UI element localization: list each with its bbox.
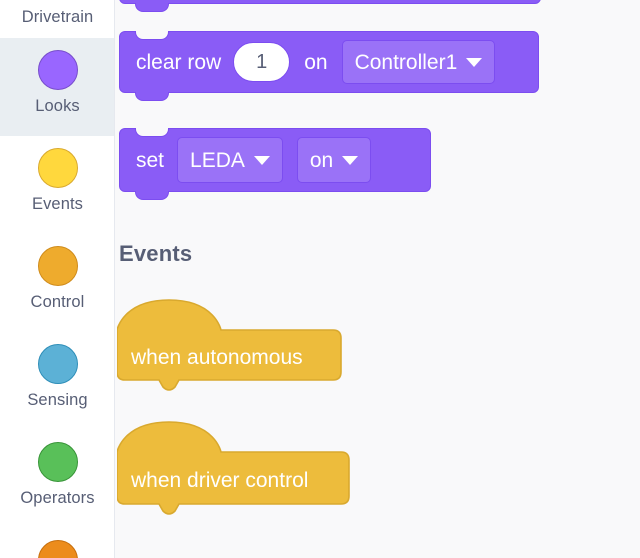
sidebar-item-partial[interactable] <box>0 528 115 558</box>
partial-block-above[interactable] <box>119 0 541 12</box>
led-name-dropdown[interactable]: LEDA <box>177 137 283 183</box>
block-when-driver-control[interactable]: when driver control <box>117 418 357 516</box>
control-category-icon <box>37 246 78 286</box>
block-bottom-tab <box>135 3 169 12</box>
led-name-dropdown-value: LEDA <box>190 148 245 172</box>
block-set-led[interactable]: set LEDA on <box>119 128 431 200</box>
led-state-dropdown-value: on <box>309 148 334 172</box>
sidebar-item-label-operators: Operators <box>20 489 95 507</box>
block-top-notch <box>135 128 169 137</box>
sidebar-item-label-control: Control <box>30 293 85 311</box>
operators-category-icon <box>37 442 78 482</box>
sidebar-item-label-looks: Looks <box>35 97 80 115</box>
sidebar-item-label-drivetrain: Drivetrain <box>21 8 94 26</box>
controller-dropdown-value: Controller1 <box>354 50 458 74</box>
sidebar-item-events[interactable]: Events <box>0 136 115 234</box>
sensing-category-icon <box>37 344 78 384</box>
block-top-notch <box>135 31 169 40</box>
sidebar-item-operators[interactable]: Operators <box>0 430 115 528</box>
block-label-clear-row: clear row <box>136 50 222 74</box>
blocks-palette-canvas[interactable]: clear row 1 on Controller1 set LEDA <box>115 0 640 558</box>
hat-block-shape <box>117 299 342 391</box>
sidebar-item-sensing[interactable]: Sensing <box>0 332 115 430</box>
sidebar-divider <box>114 0 115 558</box>
hat-block-shape <box>117 421 350 515</box>
block-clear-row[interactable]: clear row 1 on Controller1 <box>119 31 539 101</box>
category-sidebar[interactable]: Drivetrain Looks Events Control Sensing … <box>0 0 115 558</box>
block-bottom-tab <box>135 92 169 101</box>
block-label-on: on <box>304 50 328 74</box>
looks-category-icon <box>37 50 78 90</box>
events-category-icon <box>37 148 78 188</box>
led-state-dropdown[interactable]: on <box>296 137 372 183</box>
block-label-when-autonomous: when autonomous <box>131 346 303 369</box>
controller-dropdown[interactable]: Controller1 <box>341 40 496 84</box>
blocks-layer: clear row 1 on Controller1 set LEDA <box>115 0 640 558</box>
chevron-down-icon <box>342 155 359 165</box>
sidebar-item-label-sensing: Sensing <box>27 391 88 409</box>
block-bottom-tab <box>135 191 169 200</box>
block-label-set: set <box>136 148 165 172</box>
sidebar-item-label-events: Events <box>31 195 84 213</box>
partial-category-icon <box>37 540 78 558</box>
chevron-down-icon <box>466 57 483 67</box>
chevron-down-icon <box>253 155 270 165</box>
block-label-when-driver-control: when driver control <box>131 469 309 492</box>
sidebar-item-looks[interactable]: Looks <box>0 38 115 136</box>
row-number-input[interactable]: 1 <box>233 42 291 82</box>
section-heading-events: Events <box>119 241 193 266</box>
sidebar-item-control[interactable]: Control <box>0 234 115 332</box>
sidebar-item-drivetrain[interactable]: Drivetrain <box>0 0 115 38</box>
block-when-autonomous[interactable]: when autonomous <box>117 296 347 391</box>
